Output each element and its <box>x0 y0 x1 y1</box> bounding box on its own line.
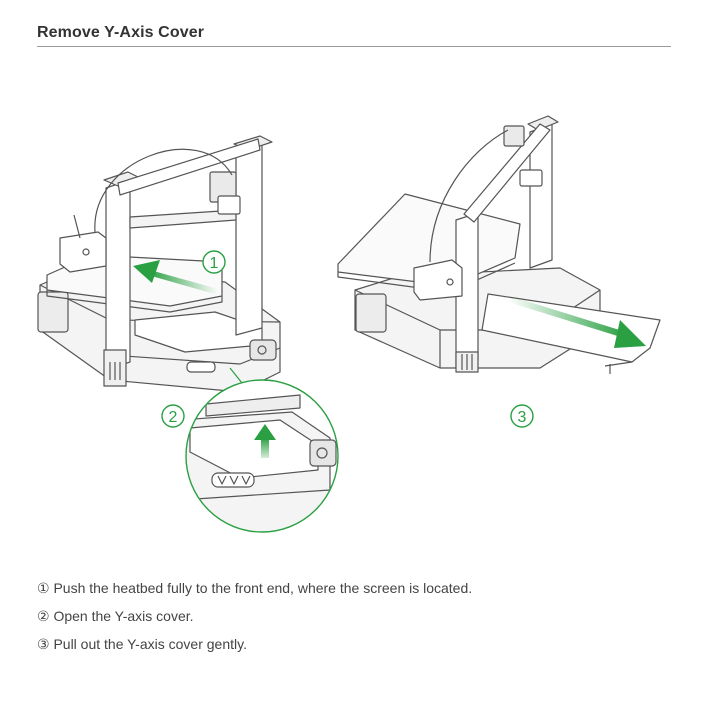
printer-side-view <box>337 115 661 374</box>
page-title: Remove Y-Axis Cover <box>37 24 205 41</box>
title-divider <box>37 46 671 47</box>
printer-front-view <box>37 135 281 393</box>
step-2-text: ② Open the Y-axis cover. <box>37 608 194 624</box>
illustration: 1 2 <box>37 115 661 533</box>
arrow-up-icon <box>254 424 276 458</box>
arrow-pull-icon <box>508 296 646 348</box>
svg-text:3: 3 <box>518 409 527 426</box>
marker-step-1: 1 <box>202 250 226 274</box>
arrow-push-icon <box>133 260 218 295</box>
marker-step-3: 3 <box>510 404 534 428</box>
svg-text:1: 1 <box>210 255 219 272</box>
step-1-text: ① Push the heatbed fully to the front en… <box>37 580 473 596</box>
marker-step-2: 2 <box>161 404 185 428</box>
step-3-text: ③ Pull out the Y-axis cover gently. <box>37 636 247 652</box>
zoom-detail <box>185 379 339 533</box>
svg-text:2: 2 <box>169 409 178 426</box>
step-list: ① Push the heatbed fully to the front en… <box>37 580 472 664</box>
